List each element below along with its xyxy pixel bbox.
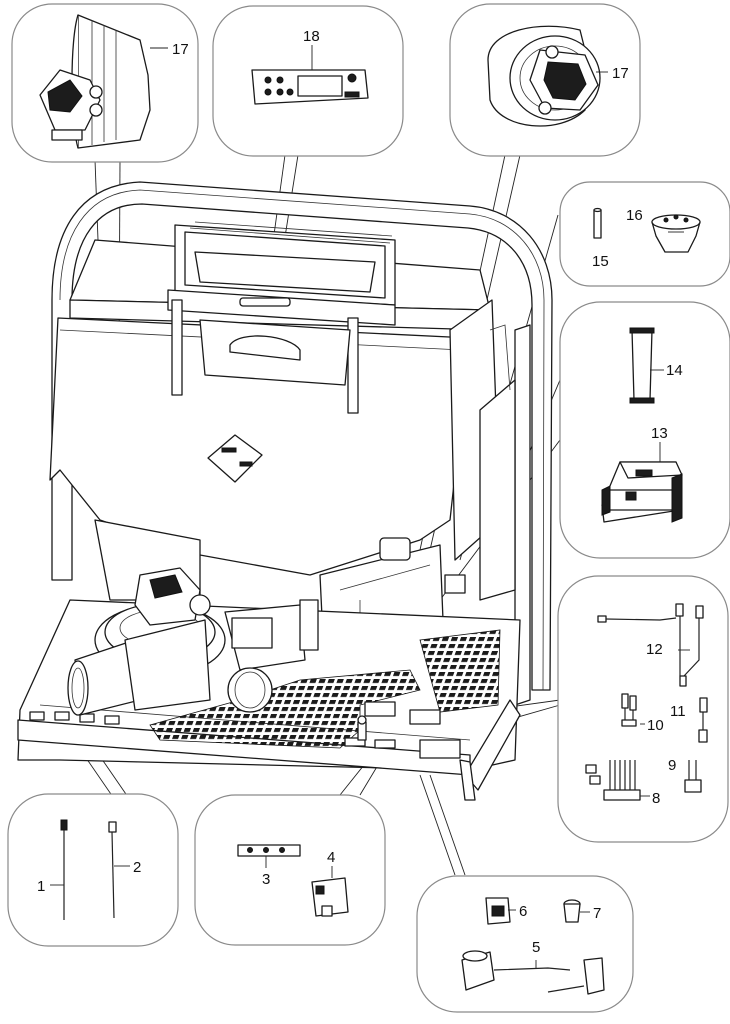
callout-parts-5-7: 6 7 5 — [416, 875, 634, 1013]
part-number-12: 12 — [646, 641, 663, 658]
callout-parts-13-14: 14 13 — [559, 301, 730, 559]
part-number-14: 14 — [666, 362, 683, 379]
part-number-8: 8 — [652, 790, 660, 807]
part-number-17-right: 17 — [612, 65, 629, 82]
part-number-11: 11 — [670, 703, 686, 720]
part-number-5: 5 — [532, 939, 540, 956]
part-number-3: 3 — [262, 871, 270, 888]
part-number-18: 18 — [303, 28, 320, 45]
callout-part-17-right: 17 — [449, 3, 641, 157]
callout-parts-1-2: 1 2 — [7, 793, 179, 947]
callout-parts-3-4: 3 4 — [194, 794, 386, 946]
part-number-15: 15 — [592, 253, 609, 270]
callout-part-18: 18 — [212, 5, 404, 157]
part-number-1: 1 — [37, 878, 45, 895]
part-number-2: 2 — [133, 859, 141, 876]
part-number-9: 9 — [668, 757, 676, 774]
part-number-10: 10 — [647, 717, 664, 734]
main-assembly — [17, 181, 553, 801]
callout-parts-15-16: 15 16 — [559, 181, 730, 287]
callout-part-17-left: 17 — [11, 3, 199, 163]
part-number-17-left: 17 — [172, 41, 189, 58]
part-number-13: 13 — [651, 425, 668, 442]
part-number-6: 6 — [519, 903, 527, 920]
callout-parts-8-12: 12 10 11 8 9 — [557, 575, 729, 843]
part-number-7: 7 — [593, 905, 601, 922]
part-number-16: 16 — [626, 207, 643, 224]
part-number-4: 4 — [327, 849, 335, 866]
